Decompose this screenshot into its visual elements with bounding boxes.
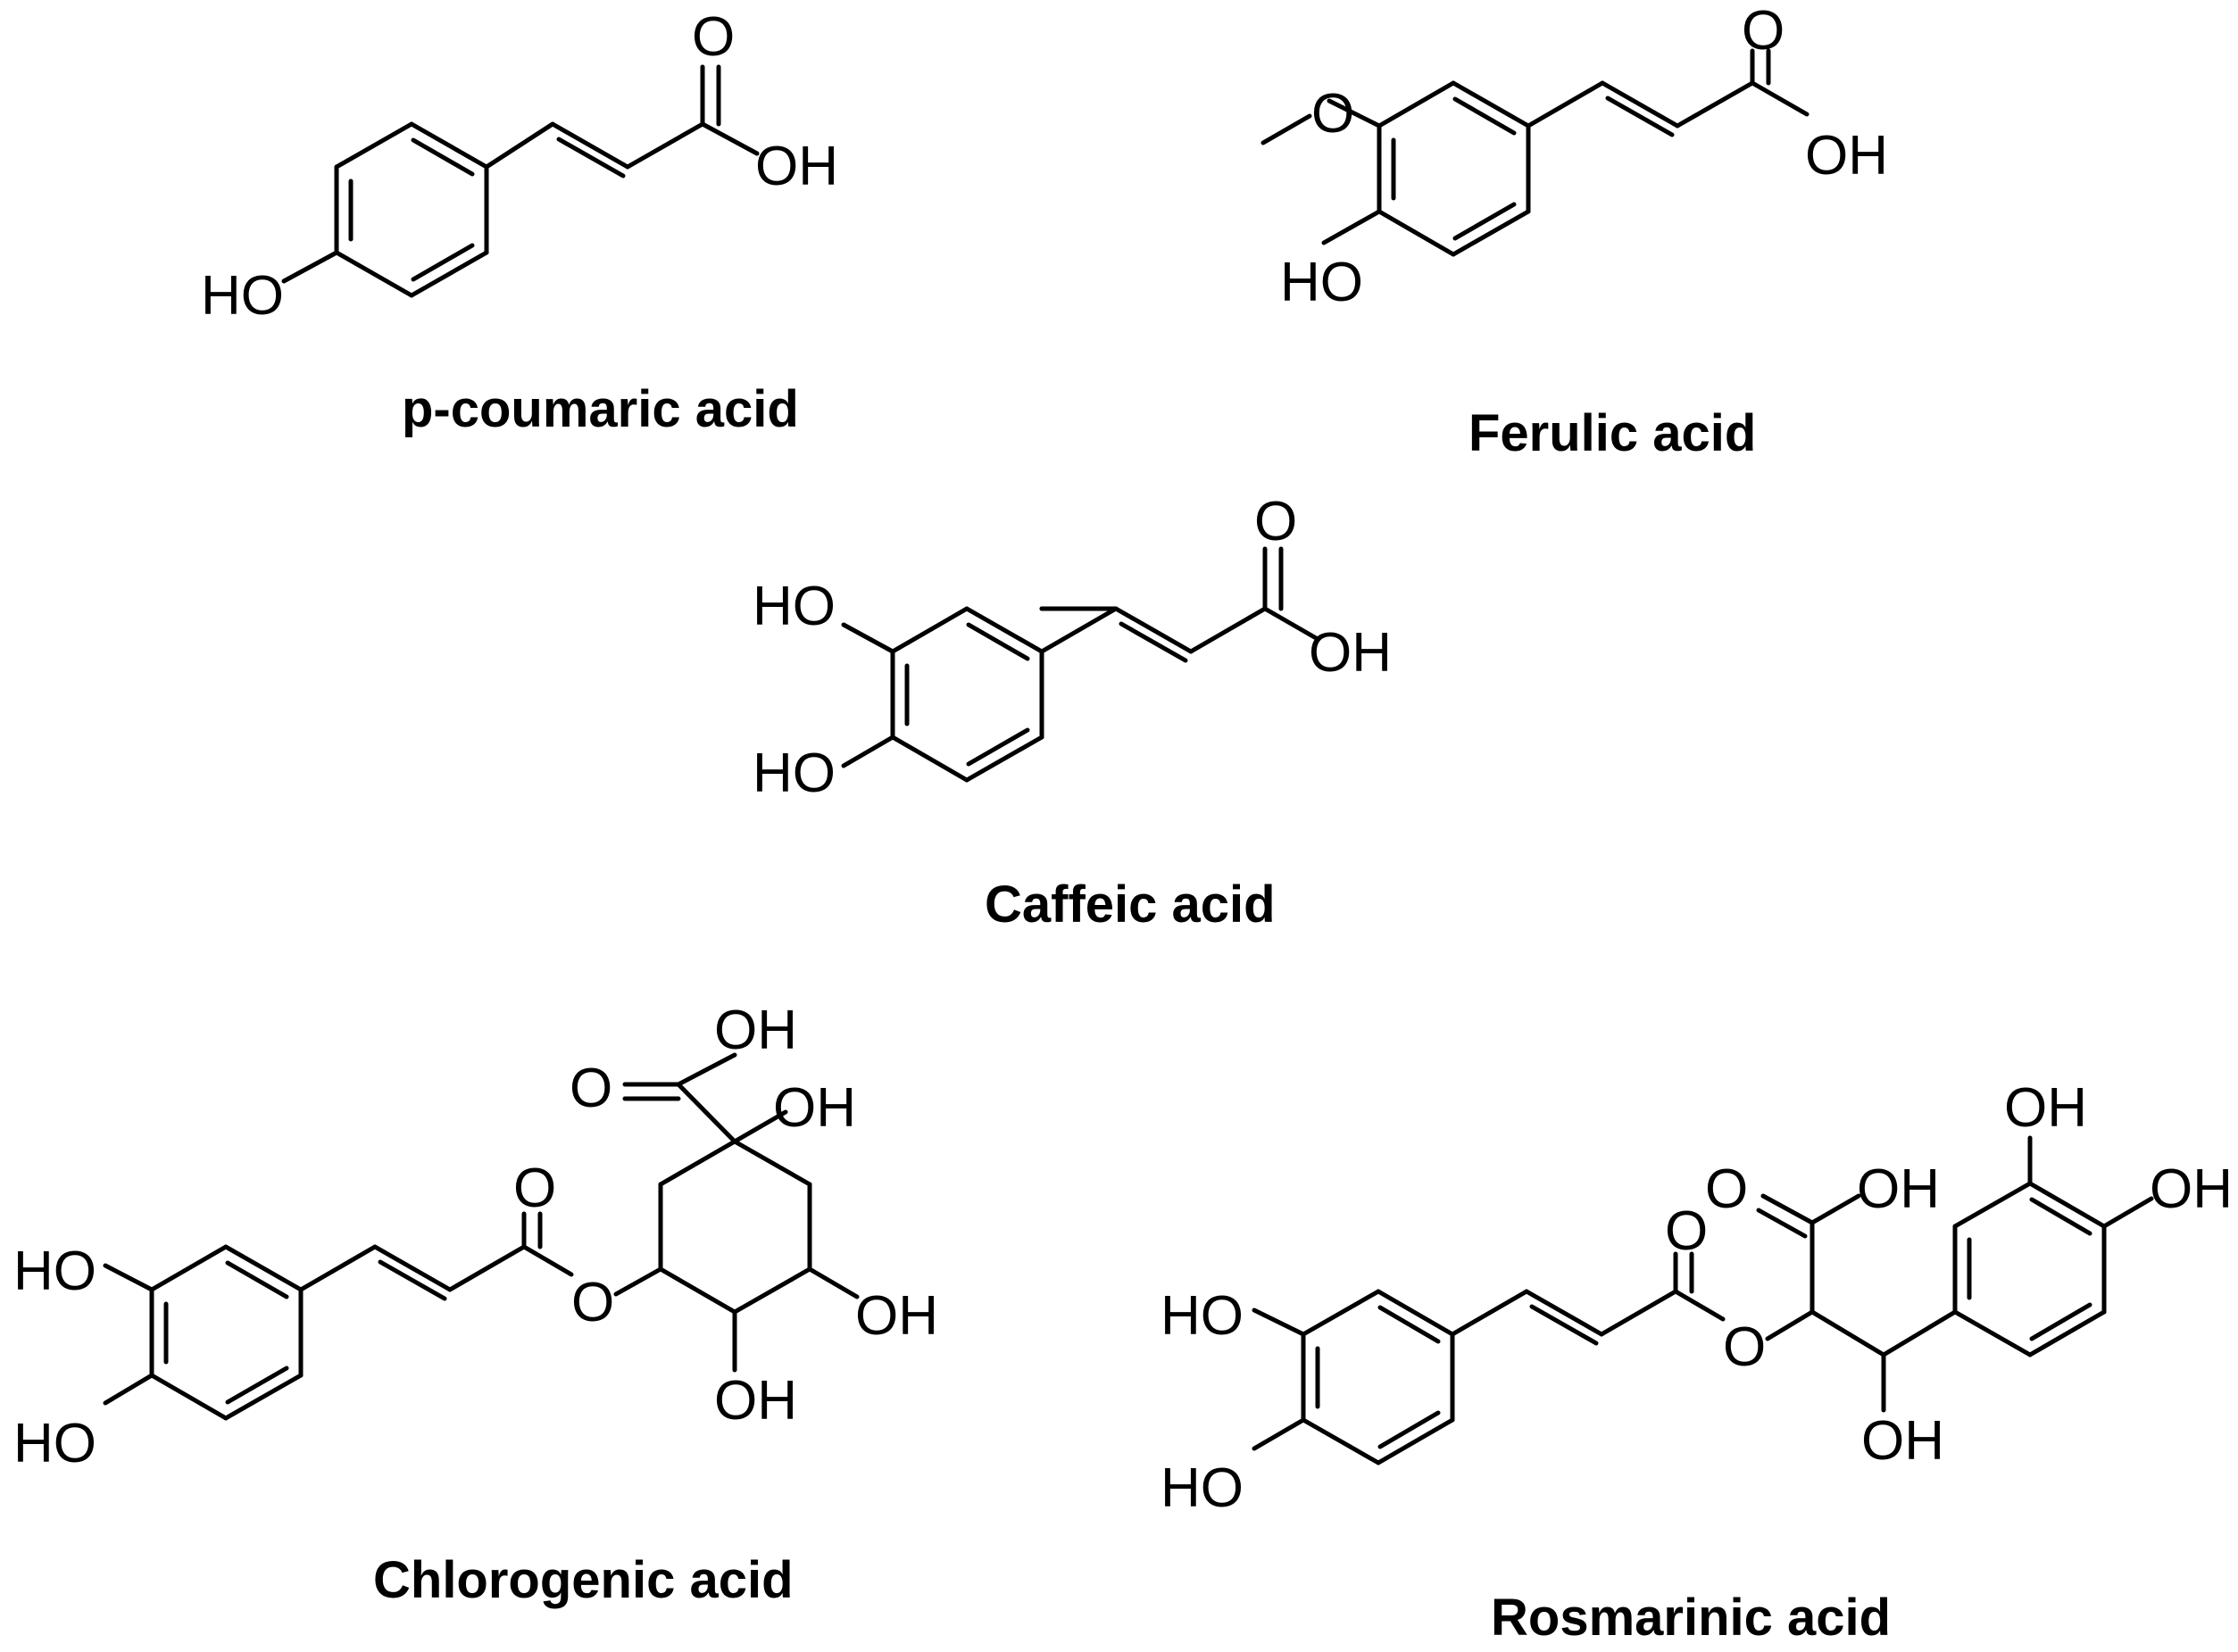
chlorogenic-phenol-oh-2: HO: [13, 1413, 96, 1474]
chlorogenic-ring-oh-2: OH: [714, 1370, 797, 1432]
rosmarinic-acid-structure: OH OH O OH O O OH HO HO Rosmarinic acid: [1161, 1077, 2233, 1647]
p-coumaric-phenol-oh: HO: [201, 265, 284, 327]
rosmarinic-phenol-oh-4: OH: [2150, 1158, 2233, 1220]
caffeic-phenol-oh-1: HO: [753, 576, 836, 637]
ferulic-methoxy-o: O: [1311, 83, 1354, 145]
rosmarinic-acid-oh: OH: [1857, 1158, 1940, 1220]
caffeic-acid-oh: OH: [1309, 622, 1392, 684]
ferulic-acid-oh: OH: [1805, 125, 1888, 187]
caffeic-phenol-oh-2: HO: [753, 743, 836, 804]
rosmarinic-ester-carbonyl-o: O: [1665, 1200, 1708, 1262]
chlorogenic-acid-structure: OH O OH O O OH OH HO HO Chlorogenic acid: [13, 1000, 938, 1609]
rosmarinic-benzylic-oh: OH: [1861, 1410, 1944, 1472]
ferulic-carbonyl-o: O: [1742, 0, 1785, 62]
caffeic-carbonyl-o: O: [1254, 491, 1297, 552]
chlorogenic-acid-caption: Chlorogenic acid: [373, 1551, 794, 1609]
rosmarinic-phenol-oh-1: HO: [1161, 1285, 1244, 1347]
rosmarinic-acid-caption: Rosmarinic acid: [1491, 1589, 1891, 1647]
p-coumaric-acid-caption: p-coumaric acid: [402, 380, 799, 438]
p-coumaric-acid-bonds: [281, 64, 760, 298]
chlorogenic-ester-carbonyl-o: O: [513, 1158, 556, 1219]
ferulic-acid-bonds: [1260, 48, 1810, 257]
p-coumaric-acid-structure: O OH HO p-coumaric acid: [201, 6, 838, 438]
ferulic-acid-structure: O O OH HO Ferulic acid: [1260, 0, 1888, 462]
caffeic-acid-structure: O OH HO HO Caffeic acid: [753, 491, 1392, 934]
chlorogenic-quat-oh: OH: [773, 1077, 856, 1139]
rosmarinic-ester-o: O: [1723, 1316, 1766, 1378]
rosmarinic-phenol-oh-2: HO: [1161, 1457, 1244, 1519]
rosmarinic-acid-carbonyl-o: O: [1705, 1158, 1748, 1220]
chlorogenic-phenol-oh-1: HO: [13, 1241, 96, 1302]
caffeic-acid-bonds: [841, 546, 1320, 783]
ferulic-acid-caption: Ferulic acid: [1468, 404, 1756, 462]
chlorogenic-acid-oh: OH: [714, 1000, 797, 1061]
p-coumaric-carbonyl-o: O: [692, 6, 735, 68]
chlorogenic-acid-bonds: [103, 1052, 860, 1421]
chlorogenic-ring-oh-1: OH: [855, 1285, 938, 1347]
caffeic-acid-caption: Caffeic acid: [985, 876, 1276, 934]
rosmarinic-phenol-oh-3: OH: [2004, 1077, 2087, 1139]
rosmarinic-acid-bonds: [1252, 1135, 2154, 1465]
chlorogenic-ester-o: O: [571, 1272, 614, 1333]
p-coumaric-acid-oh: OH: [755, 136, 838, 197]
chlorogenic-acid-carbonyl-o: O: [570, 1058, 612, 1119]
ferulic-phenol-oh: HO: [1280, 252, 1363, 313]
